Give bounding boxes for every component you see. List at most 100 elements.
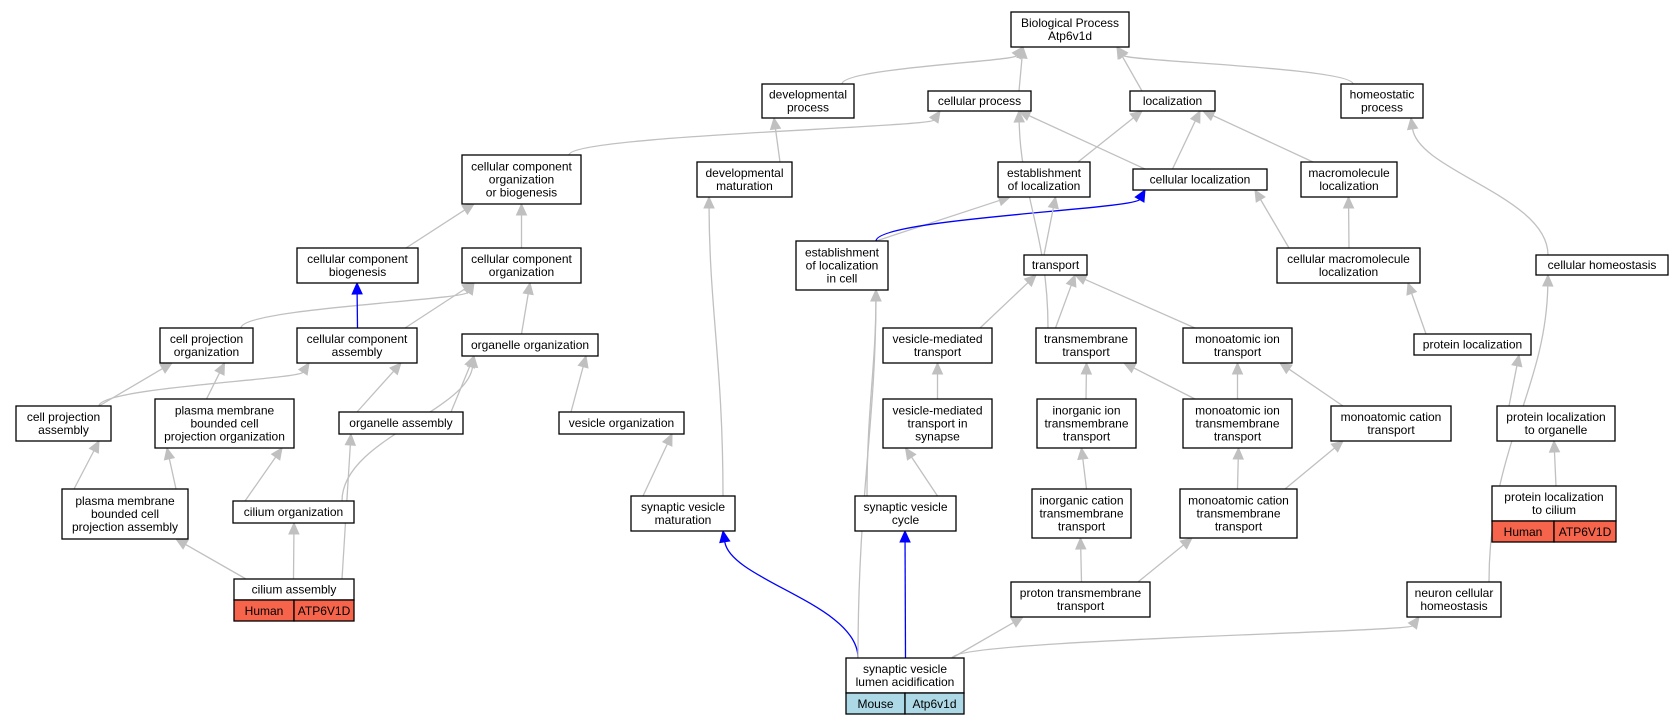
species-tag-label: Human — [245, 604, 284, 618]
node-label-line: cellular homeostasis — [1548, 258, 1657, 272]
node-box — [1330, 405, 1452, 442]
node-label-line: plasma membrane — [175, 404, 275, 418]
go-term-node-ciliumorg[interactable]: cilium organization — [232, 500, 355, 524]
node-label-line: maturation — [716, 179, 773, 193]
go-term-node-organelleorg[interactable]: organelle organization — [461, 333, 599, 357]
edge-arrowhead — [1073, 274, 1088, 285]
go-term-node-cellhomeo[interactable]: cellular homeostasis — [1535, 254, 1669, 276]
go-term-node-protloc[interactable]: protein localization — [1413, 333, 1532, 356]
edge-arrowhead — [522, 281, 534, 296]
node-label-line: plasma membrane — [75, 494, 175, 508]
node-label-line: inorganic ion — [1052, 404, 1120, 418]
go-term-node-cellproc[interactable]: cellular process — [927, 90, 1032, 112]
go-term-node-transport[interactable]: transport — [1023, 254, 1088, 276]
edge-macroloc-to-loc — [1201, 110, 1314, 163]
node-label-line: cycle — [892, 513, 920, 527]
edge-arrowhead — [769, 116, 782, 131]
edge-tmtrans-to-cellproc — [1013, 109, 1049, 329]
edge-arrowhead — [1189, 109, 1201, 124]
edge-arrowhead — [1254, 188, 1266, 203]
node-box — [159, 327, 254, 364]
edge-inorgcation-to-inorgion — [1077, 446, 1089, 490]
edge-arrowhead — [870, 288, 882, 302]
edge-pmbcpa-to-cellprojassembly — [73, 439, 100, 490]
node-box — [1535, 254, 1669, 276]
gene-tag-label: Atp6v1d — [912, 697, 956, 711]
node-label-line: maturation — [655, 513, 712, 527]
edge-arrowhead — [1134, 188, 1146, 203]
node-box — [882, 327, 993, 364]
node-label-line: process — [787, 101, 829, 115]
edge-arrowhead — [1129, 110, 1143, 123]
node-label-line: transport — [1063, 430, 1111, 444]
node-box — [1340, 83, 1424, 119]
go-term-node-loc[interactable]: localization — [1129, 90, 1216, 112]
edge-arrowhead — [1542, 273, 1554, 287]
go-term-node-organelleassembly[interactable]: organelle assembly — [338, 411, 464, 435]
edge-protloccilium-to-protlocorg — [1548, 439, 1561, 487]
edge-arrowhead — [1122, 362, 1137, 374]
node-label-line: synaptic vesicle — [641, 500, 725, 514]
edge-transport-to-estloc — [1043, 195, 1059, 256]
gene-tag-box — [904, 692, 965, 715]
edge-arrowhead — [466, 354, 479, 369]
node-label-line: protein localization — [1423, 338, 1522, 352]
node-label-line: organelle assembly — [349, 416, 452, 430]
node-box — [15, 405, 112, 442]
node-box — [696, 161, 793, 198]
edge-arrowhead — [1330, 440, 1344, 453]
node-box — [296, 247, 419, 284]
node-label-line: Atp6v1d — [1048, 29, 1092, 43]
edge-ciliumorg-to-pmbcpo — [244, 447, 283, 502]
node-label-line: assembly — [38, 423, 89, 437]
go-term-node-cellloc[interactable]: cellular localization — [1132, 168, 1268, 191]
node-label-line: transmembrane — [1044, 332, 1128, 346]
edge-arrowhead — [1407, 616, 1420, 630]
edge-arrowhead — [288, 521, 300, 535]
node-label-line: establishment — [805, 246, 880, 260]
node-box — [1031, 488, 1132, 539]
edge-pmbcpo-to-cellprojorg — [205, 361, 226, 400]
node-label-line: cellular component — [471, 160, 572, 174]
edge-vesmedtrans-to-transport — [979, 274, 1037, 329]
node-label-line: establishment — [1007, 166, 1082, 180]
node-label-line: bounded cell — [190, 417, 258, 431]
go-term-node-vesorg[interactable]: vesicle organization — [558, 411, 685, 435]
node-label-line: inorganic cation — [1039, 494, 1123, 508]
edge-arrowhead — [351, 281, 363, 295]
